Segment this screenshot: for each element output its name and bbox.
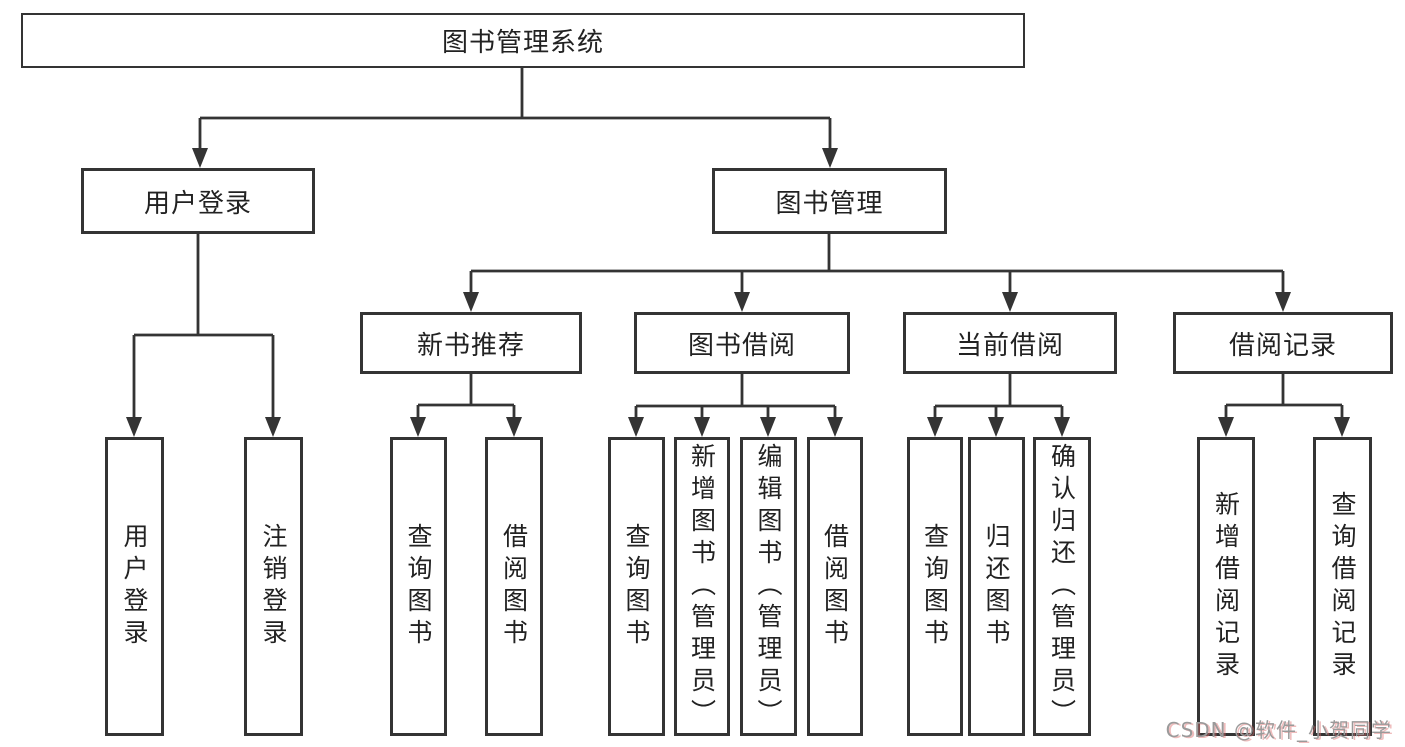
arrowhead	[822, 148, 838, 168]
arrowhead	[694, 417, 710, 437]
connector-root-to-level2	[192, 68, 838, 168]
arrowhead	[192, 148, 208, 168]
arrowhead	[827, 417, 843, 437]
leaf-query-books-borrow-label: 查询图书	[622, 522, 651, 651]
node-book-management-label: 图书管理	[775, 188, 884, 219]
leaf-confirm-return-admin: 确认归还（管理员）	[1033, 437, 1091, 736]
leaf-query-borrow-record: 查询借阅记录	[1313, 437, 1372, 736]
arrowhead	[410, 417, 426, 437]
arrowhead	[988, 417, 1004, 437]
node-user-login-label: 用户登录	[143, 188, 252, 219]
node-book-borrow: 图书借阅	[634, 312, 850, 374]
arrowhead	[265, 417, 281, 437]
arrowhead	[734, 292, 750, 312]
leaf-edit-books-admin-label: 编辑图书（管理员）	[754, 442, 783, 731]
leaf-add-borrow-record-label: 新增借阅记录	[1211, 490, 1241, 683]
node-book-management: 图书管理	[712, 168, 947, 234]
leaf-borrow-books-recommend: 借阅图书	[485, 437, 543, 736]
connector-current-borrow-to-leaves	[927, 374, 1070, 437]
arrowhead	[506, 417, 522, 437]
leaf-borrow-books: 借阅图书	[807, 437, 863, 736]
node-new-book-recommend-label: 新书推荐	[416, 330, 525, 361]
arrowhead	[628, 417, 644, 437]
leaf-borrow-books-recommend-label: 借阅图书	[499, 522, 529, 651]
connector-book-borrow-to-leaves	[628, 374, 843, 437]
leaf-user-login: 用户登录	[105, 437, 164, 736]
node-borrow-records: 借阅记录	[1173, 312, 1393, 374]
arrowhead	[1334, 417, 1350, 437]
node-root-label: 图书管理系统	[441, 28, 604, 58]
leaf-logout-label: 注销登录	[259, 522, 288, 651]
leaf-add-books-admin-label: 新增图书（管理员）	[687, 442, 717, 731]
leaf-user-login-label: 用户登录	[120, 522, 149, 651]
node-current-borrow-label: 当前借阅	[955, 330, 1064, 361]
node-user-login: 用户登录	[81, 168, 315, 234]
arrowhead	[463, 292, 479, 312]
node-new-book-recommend: 新书推荐	[360, 312, 582, 374]
arrowhead	[1275, 292, 1291, 312]
leaf-add-borrow-record: 新增借阅记录	[1197, 437, 1255, 736]
leaf-confirm-return-admin-label: 确认归还（管理员）	[1047, 442, 1077, 731]
node-borrow-records-label: 借阅记录	[1228, 330, 1337, 361]
arrowhead	[1218, 417, 1234, 437]
node-book-borrow-label: 图书借阅	[687, 330, 796, 361]
csdn-watermark: CSDN @软件_小贺同学	[1165, 718, 1392, 742]
connector-book-mgmt-to-level3	[463, 234, 1291, 312]
leaf-borrow-books-label: 借阅图书	[820, 522, 850, 651]
arrowhead	[927, 417, 943, 437]
connector-user-login-to-leaves	[126, 234, 281, 437]
connector-new-book-to-leaves	[410, 374, 522, 437]
leaf-query-borrow-record-label: 查询借阅记录	[1328, 490, 1357, 683]
leaf-logout: 注销登录	[244, 437, 303, 736]
node-current-borrow: 当前借阅	[903, 312, 1117, 374]
leaf-query-books-recommend: 查询图书	[390, 437, 447, 736]
leaf-query-books-borrow: 查询图书	[608, 437, 665, 736]
leaf-return-books-label: 归还图书	[982, 522, 1011, 651]
leaf-query-books-current: 查询图书	[907, 437, 963, 736]
arrowhead	[1054, 417, 1070, 437]
leaf-return-books: 归还图书	[968, 437, 1025, 736]
node-root-system: 图书管理系统	[21, 13, 1025, 68]
connector-borrow-records-to-leaves	[1218, 374, 1350, 437]
leaf-query-books-current-label: 查询图书	[920, 522, 950, 651]
arrowhead	[1002, 292, 1018, 312]
leaf-add-books-admin: 新增图书（管理员）	[674, 437, 730, 736]
arrowhead	[760, 417, 776, 437]
leaf-query-books-recommend-label: 查询图书	[404, 522, 433, 651]
leaf-edit-books-admin: 编辑图书（管理员）	[740, 437, 797, 736]
arrowhead	[126, 417, 142, 437]
